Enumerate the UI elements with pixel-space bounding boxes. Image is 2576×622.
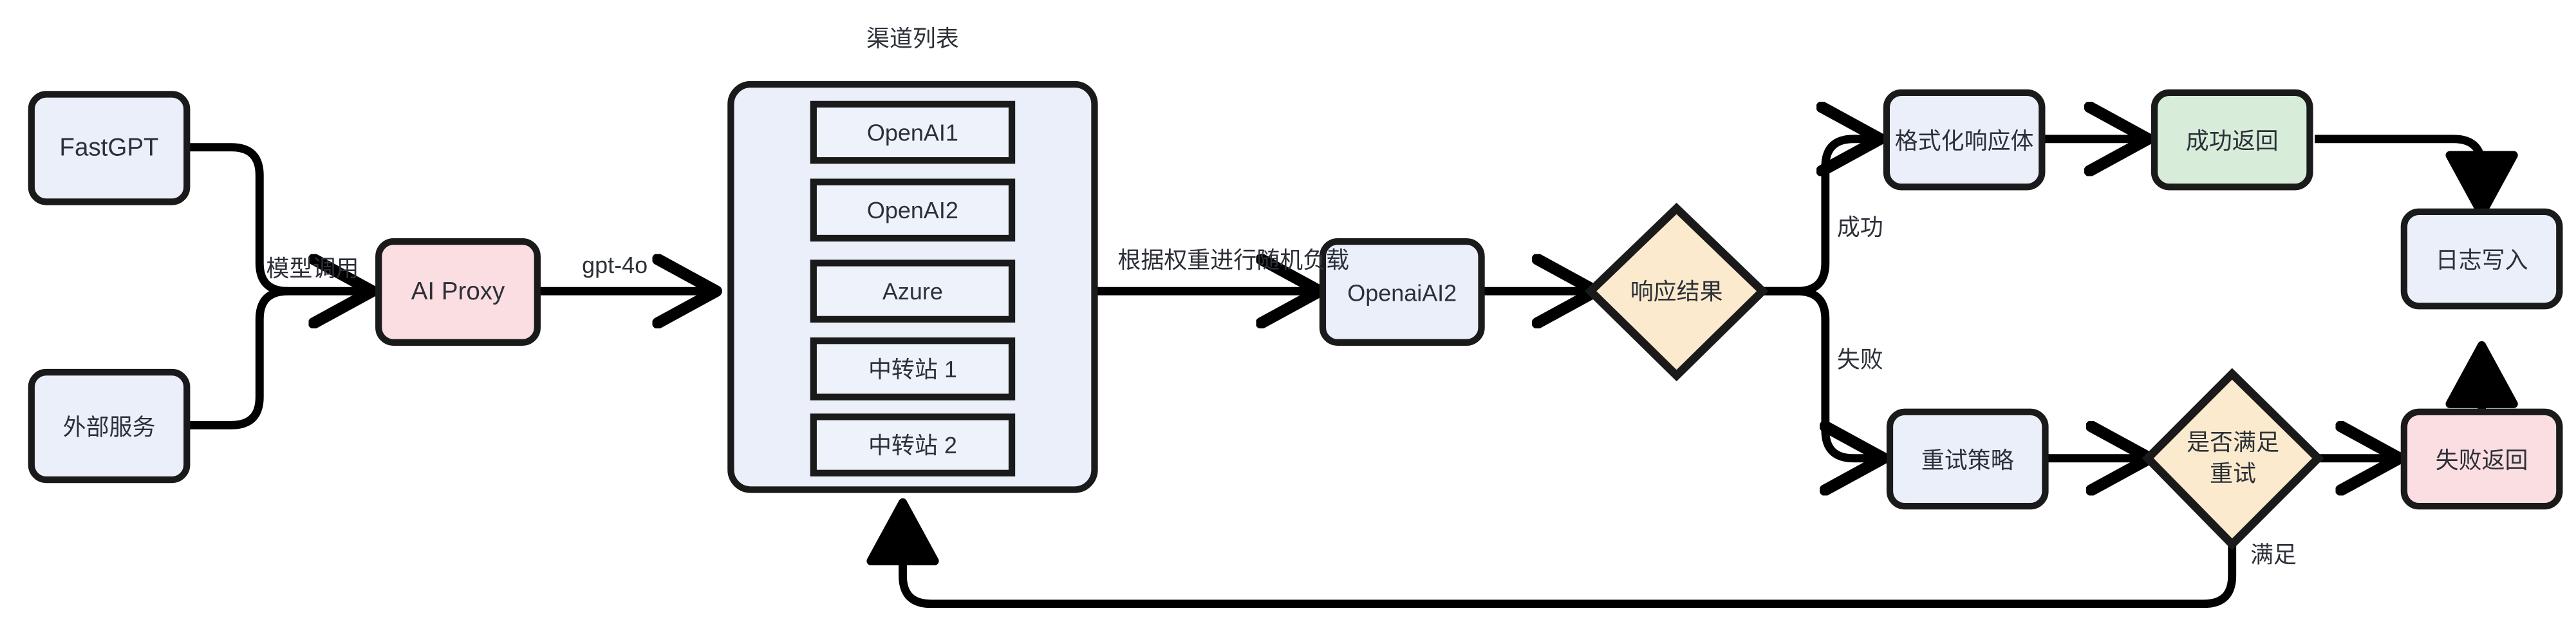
node-openai-ai2[interactable] <box>1319 238 1485 346</box>
retry-condition-line1: 是否满足 <box>2187 428 2279 455</box>
node-label-fastgpt: FastGPT <box>59 134 159 162</box>
node-retry-policy[interactable] <box>1886 408 2049 510</box>
channel-item-label-1: OpenAI2 <box>866 196 958 223</box>
node-label-openai-ai2: OpenaiAI2 <box>1347 278 1457 306</box>
group-title-channel-list: 渠道列表 <box>866 24 959 52</box>
node-external-service[interactable] <box>28 368 191 484</box>
channel-item-label-0: OpenAI1 <box>866 118 958 146</box>
edge-success-to-log <box>2315 135 2518 218</box>
node-label-failure-return: 失败返回 <box>2435 446 2528 473</box>
channel-item-4[interactable] <box>810 413 1016 476</box>
edge-label-satisfied: 满足 <box>2250 541 2297 568</box>
node-response-result[interactable] <box>1584 202 1769 382</box>
node-success-return[interactable] <box>2151 89 2313 191</box>
node-label-log-write: 日志写入 <box>2435 245 2528 272</box>
edge-label-success: 成功 <box>1836 213 1883 240</box>
channel-item-3[interactable] <box>810 337 1016 401</box>
node-label-external-service: 外部服务 <box>62 413 156 440</box>
edge-label-gpt4o: gpt-4o <box>582 251 648 278</box>
channel-item-1[interactable] <box>810 178 1016 242</box>
node-label-success-return: 成功返回 <box>2185 126 2279 153</box>
node-label-format-response: 格式化响应体 <box>1894 126 2034 153</box>
edge-external-to-aiproxy <box>187 287 288 429</box>
edge-label-model-call: 模型调用 <box>266 254 359 281</box>
node-failure-return[interactable] <box>2400 408 2563 510</box>
channel-item-label-4: 中转站 2 <box>868 431 957 458</box>
edge-response-to-retry <box>1762 287 1878 458</box>
node-retry-condition[interactable] <box>2142 368 2324 551</box>
node-format-response[interactable] <box>1883 89 2046 191</box>
edge-condition-loop-to-channels <box>866 498 2237 608</box>
node-label-retry-policy: 重试策略 <box>1921 446 2014 473</box>
edge-label-failure: 失败 <box>1836 345 1883 373</box>
node-log-write[interactable] <box>2400 208 2563 310</box>
channel-item-0[interactable] <box>810 100 1016 164</box>
node-ai-proxy[interactable] <box>375 238 541 346</box>
channel-item-2[interactable] <box>810 259 1016 323</box>
node-label-response-result: 响应结果 <box>1630 278 1723 305</box>
node-label-ai-proxy: AI Proxy <box>411 278 505 306</box>
edge-label-weighted-random: 根据权重进行随机负载 <box>1117 246 1350 273</box>
node-fastgpt[interactable] <box>28 91 191 205</box>
channel-item-label-3: 中转站 1 <box>868 355 957 382</box>
retry-condition-line2: 重试 <box>2210 460 2256 487</box>
channel-item-label-2: Azure <box>882 278 943 305</box>
node-label-retry-condition: 是否满足 重试 <box>2148 413 2319 503</box>
